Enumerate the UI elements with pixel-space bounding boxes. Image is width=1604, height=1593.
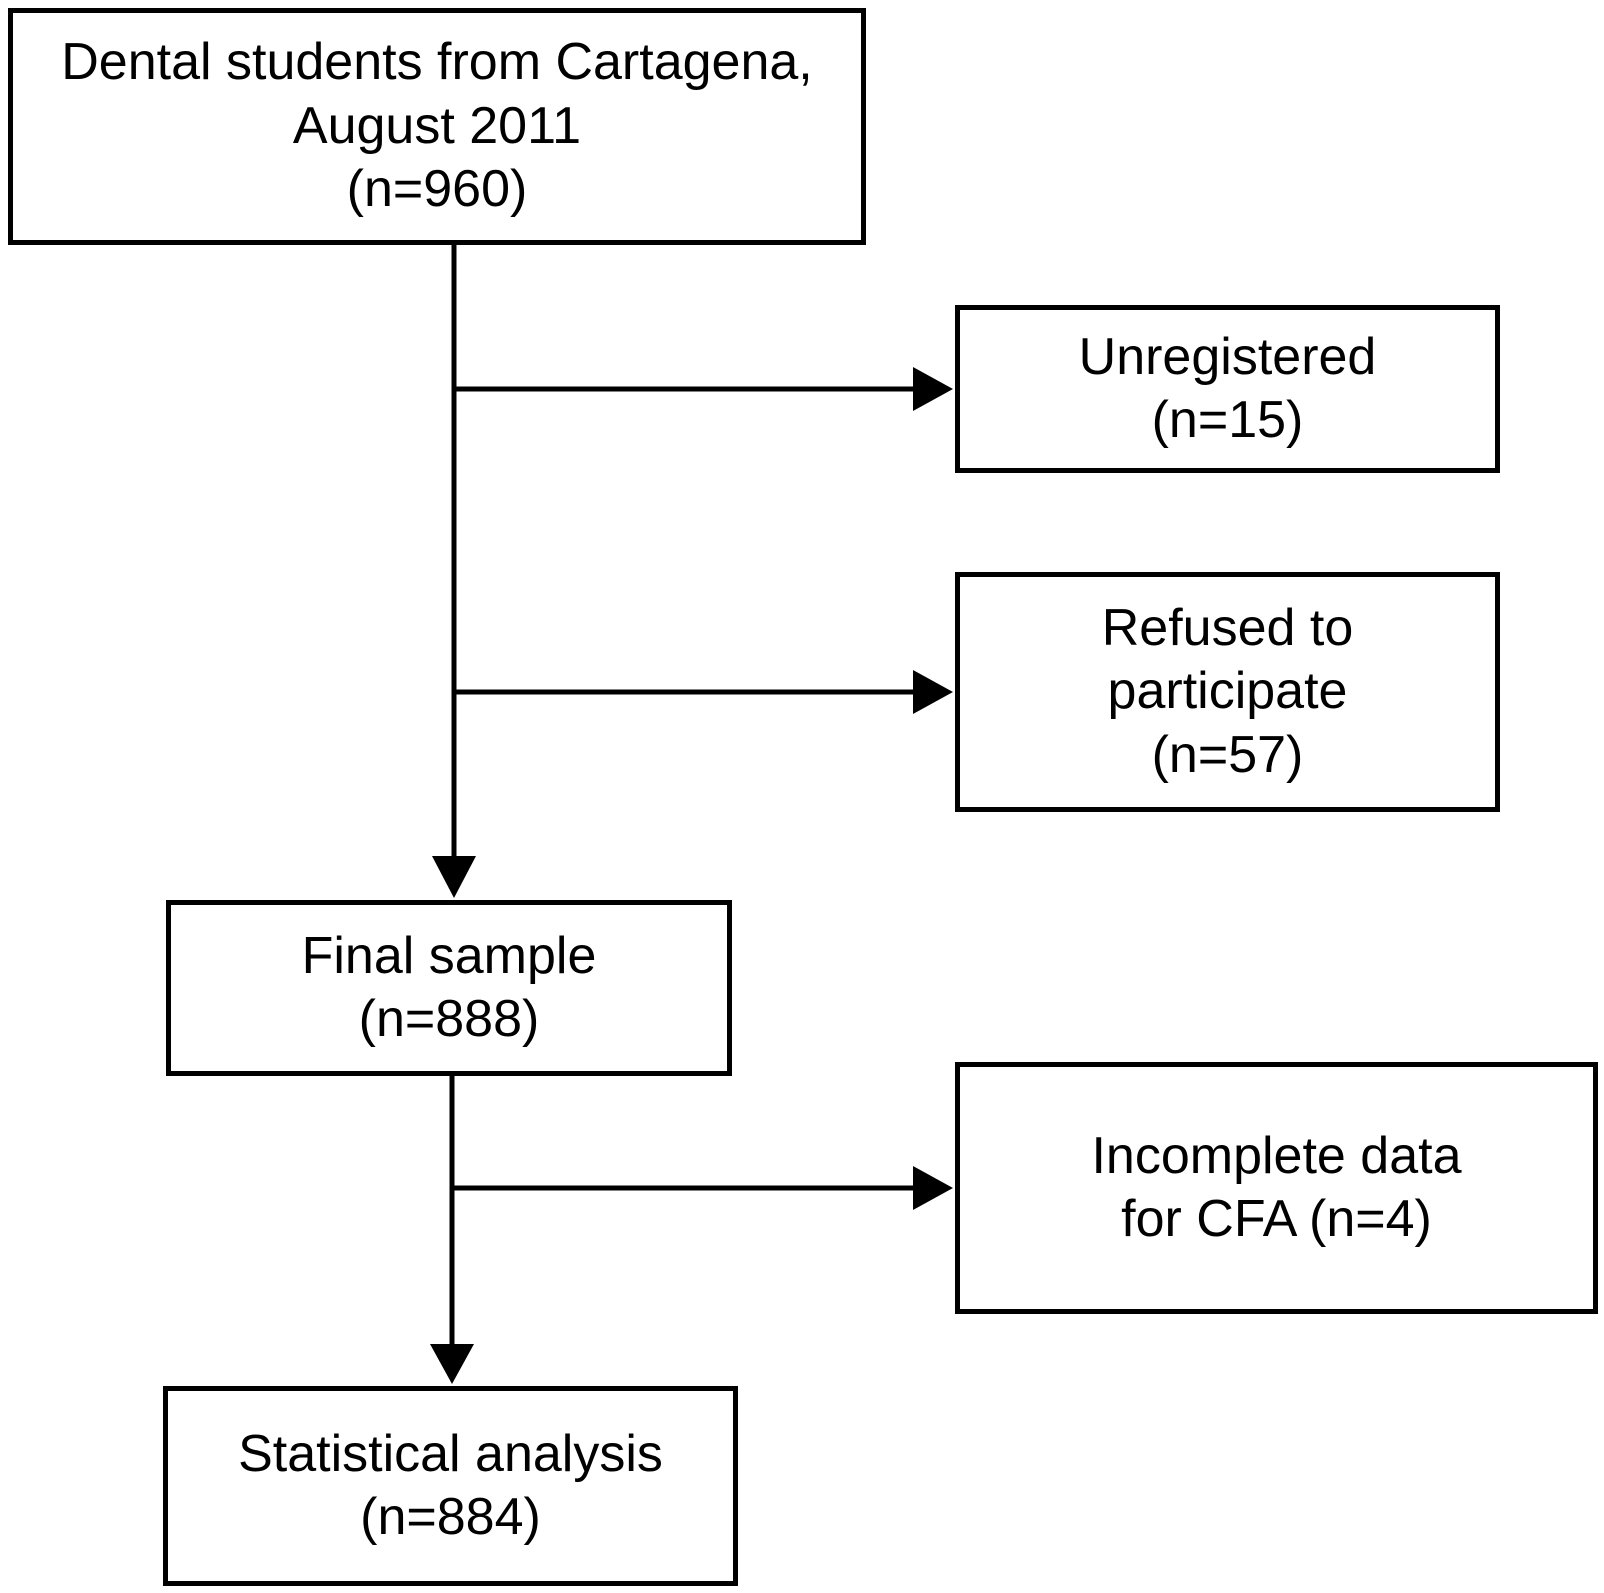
arrowhead-statistical: [430, 1344, 474, 1384]
node-statistical-analysis: Statistical analysis (n=884): [163, 1386, 738, 1586]
node-final-sample-line1: Final sample: [301, 926, 597, 985]
node-final-sample: Final sample (n=888): [166, 900, 732, 1076]
node-statistical-analysis-line1: Statistical analysis: [238, 1424, 663, 1483]
node-dental-students-line1: Dental students from Cartagena,: [61, 33, 813, 92]
node-unregistered: Unregistered (n=15): [955, 305, 1500, 473]
node-incomplete-data-line2: for CFA (n=4): [1121, 1190, 1432, 1248]
node-refused-line2: participate: [1107, 662, 1348, 721]
arrowhead-refused: [913, 670, 953, 714]
node-dental-students-line2: August 2011: [292, 96, 582, 155]
arrowhead-unregistered: [913, 367, 953, 411]
node-final-sample-count: (n=888): [358, 990, 540, 1048]
node-unregistered-count: (n=15): [1151, 391, 1304, 449]
node-dental-students: Dental students from Cartagena, August 2…: [8, 8, 866, 245]
node-incomplete-data: Incomplete data for CFA (n=4): [955, 1062, 1598, 1314]
node-incomplete-data-line1: Incomplete data: [1091, 1126, 1462, 1185]
node-refused-count: (n=57): [1151, 725, 1304, 784]
node-statistical-analysis-count: (n=884): [360, 1488, 541, 1546]
node-refused-line1: Refused to: [1101, 598, 1354, 657]
arrowhead-incomplete: [913, 1166, 953, 1210]
node-refused-to-participate: Refused to participate (n=57): [955, 572, 1500, 812]
node-unregistered-line1: Unregistered: [1078, 327, 1377, 386]
node-dental-students-count: (n=960): [346, 160, 528, 219]
arrowhead-final-sample: [432, 856, 476, 898]
